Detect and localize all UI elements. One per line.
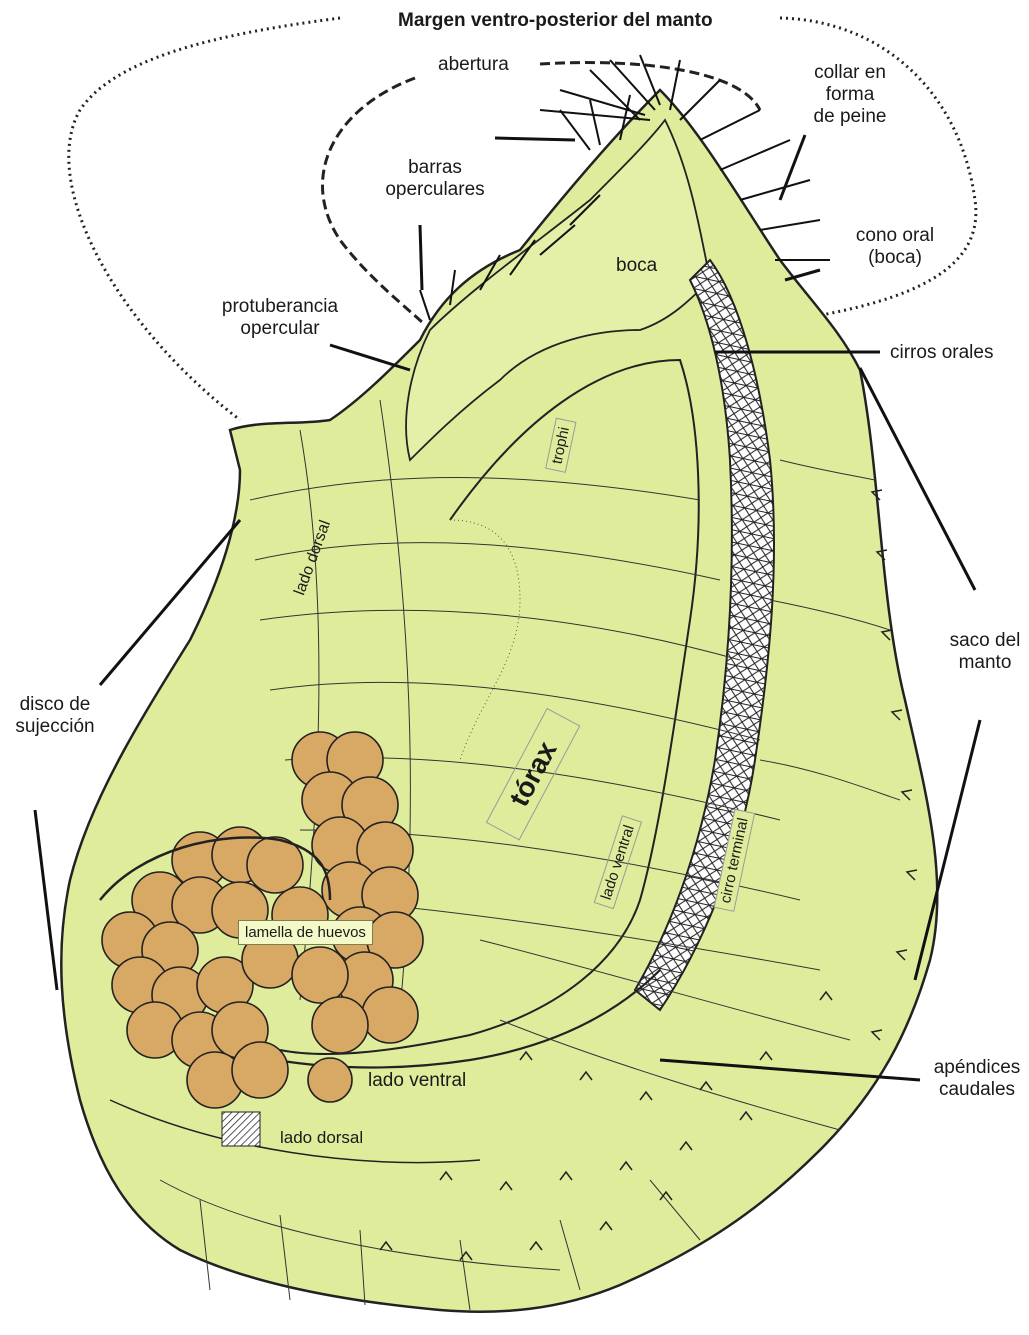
label-barras-line1: barras (370, 157, 500, 179)
label-boca: boca (616, 255, 657, 277)
label-disco: disco de sujección (0, 694, 110, 738)
label-collar: collar en forma de peine (800, 62, 900, 128)
label-saco-manto: saco del manto (940, 630, 1029, 674)
label-protuberancia-line2: opercular (210, 318, 350, 340)
label-abertura: abertura (438, 54, 509, 76)
label-lado-dorsal-lower: lado dorsal (280, 1127, 363, 1149)
label-barras-line2: operculares (370, 179, 500, 201)
label-lado-ventral-lower: lado ventral (368, 1070, 466, 1092)
label-cono-oral-line2: (boca) (840, 247, 950, 269)
hatched-patch (222, 1112, 260, 1146)
label-disco-line1: disco de (0, 694, 110, 716)
label-protuberancia-line1: protuberancia (210, 296, 350, 318)
label-cirros-orales: cirros orales (890, 342, 993, 364)
label-collar-line3: de peine (800, 106, 900, 128)
label-apendices-line2: caudales (925, 1079, 1029, 1101)
label-lamella: lamella de huevos (238, 920, 373, 945)
label-collar-line1: collar en (800, 62, 900, 84)
label-apendices: apéndices caudales (925, 1057, 1029, 1101)
label-cono-oral: cono oral (boca) (840, 225, 950, 269)
label-cono-oral-line1: cono oral (840, 225, 950, 247)
label-barras: barras operculares (370, 157, 500, 201)
label-apendices-line1: apéndices (925, 1057, 1029, 1079)
label-saco-line2: manto (940, 652, 1029, 674)
label-disco-line2: sujección (0, 716, 110, 738)
label-saco-line1: saco del (940, 630, 1029, 652)
label-protuberancia: protuberancia opercular (210, 296, 350, 340)
diagram-title: Margen ventro-posterior del manto (398, 10, 713, 32)
label-collar-line2: forma (800, 84, 900, 106)
